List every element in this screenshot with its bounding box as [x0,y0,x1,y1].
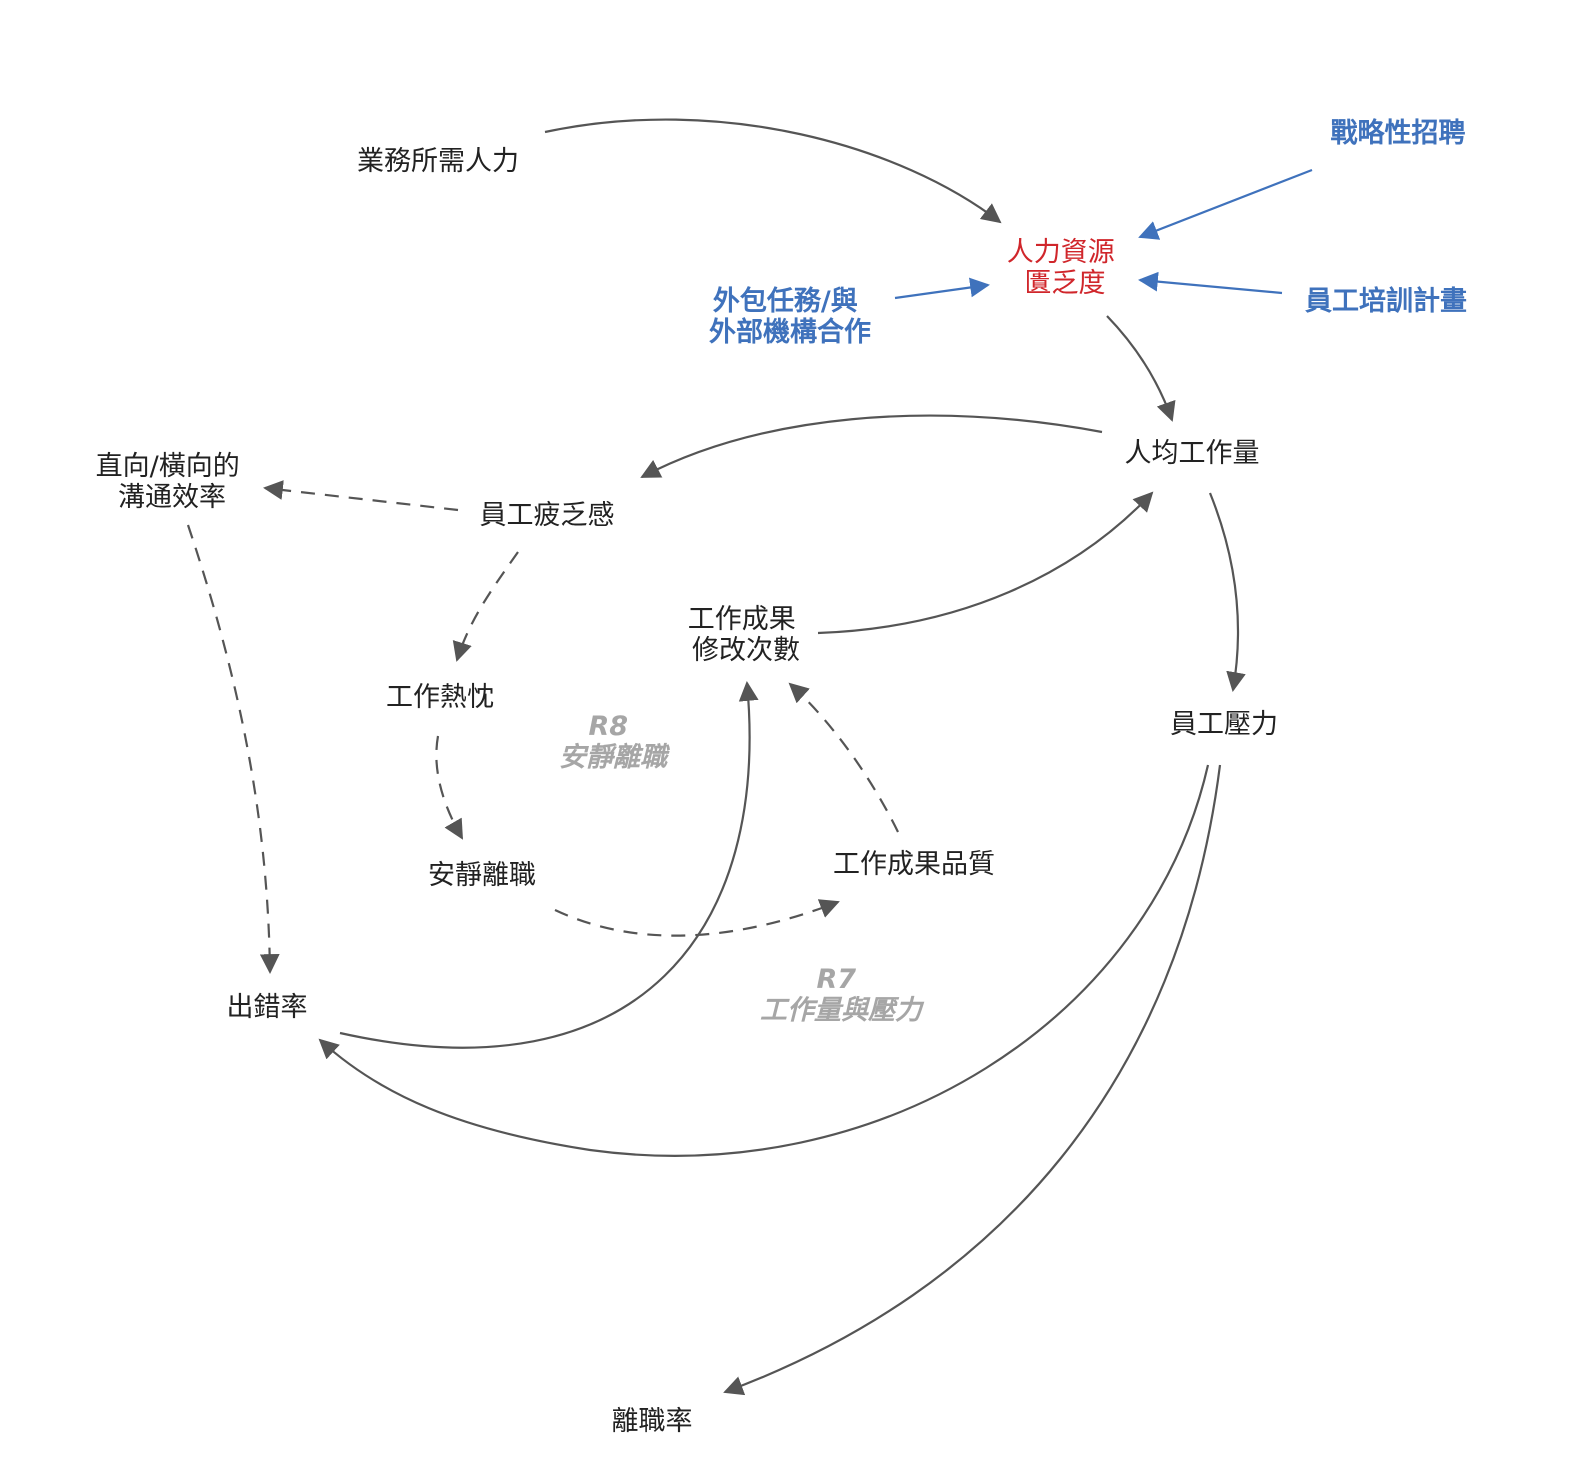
edge-training-program-to-hr-shortage [1138,271,1283,295]
loop-label-r8: R8 安靜離職 [559,711,670,773]
edge-stress-to-error-rate [318,764,1210,1157]
edge-error-rate-to-revisions [339,681,759,1049]
node-workload-per-capita: 人均工作量 [1125,438,1260,469]
edge-workload-to-fatigue [640,414,1103,478]
nodes: 業務所需人力 人力資源 匱乏度 戰略性招聘 外包任務/與 外部機構合作 員工培訓… [96,117,1467,1437]
node-employee-fatigue: 員工疲乏感 [480,500,615,531]
edge-fatigue-to-communication [263,480,459,512]
edge-business-manpower-to-hr-shortage [544,118,1002,224]
edge-revisions-to-workload [817,491,1154,635]
edge-communication-to-error-rate [186,524,280,974]
edge-strategic-hiring-to-hr-shortage [1138,168,1313,240]
node-work-passion: 工作熱忱 [386,682,494,713]
node-turnover-rate: 離職率 [612,1406,693,1437]
node-communication-efficiency: 直向/橫向的 溝通效率 [96,451,249,513]
edge-fatigue-to-passion [452,551,519,662]
node-strategic-hiring: 戰略性招聘 [1331,117,1466,149]
loop-label-r7: R7 工作量與壓力 [760,964,925,1026]
edge-outsourcing-to-hr-shortage [894,277,990,300]
edge-hr-shortage-to-workload [1106,315,1176,422]
edge-passion-to-quiet-quitting [435,735,463,840]
node-outsourcing: 外包任務/與 外部機構合作 [709,285,871,348]
node-hr-shortage: 人力資源 匱乏度 [1007,237,1124,299]
edge-quality-to-revisions [788,682,899,833]
edge-stress-to-turnover [723,764,1222,1396]
node-business-manpower: 業務所需人力 [357,146,519,177]
edge-workload-to-stress [1208,492,1246,692]
edge-quiet-quitting-to-quality [554,899,840,937]
node-training-program: 員工培訓計畫 [1305,285,1467,317]
node-work-revisions: 工作成果 修改次數 [688,604,805,666]
node-work-quality: 工作成果品質 [833,849,995,880]
node-error-rate: 出錯率 [227,992,308,1023]
edges [186,118,1313,1396]
node-quiet-quitting: 安靜離職 [428,860,536,891]
node-employee-stress: 員工壓力 [1170,709,1278,740]
loop-labels: R8 安靜離職 R7 工作量與壓力 [559,711,925,1026]
